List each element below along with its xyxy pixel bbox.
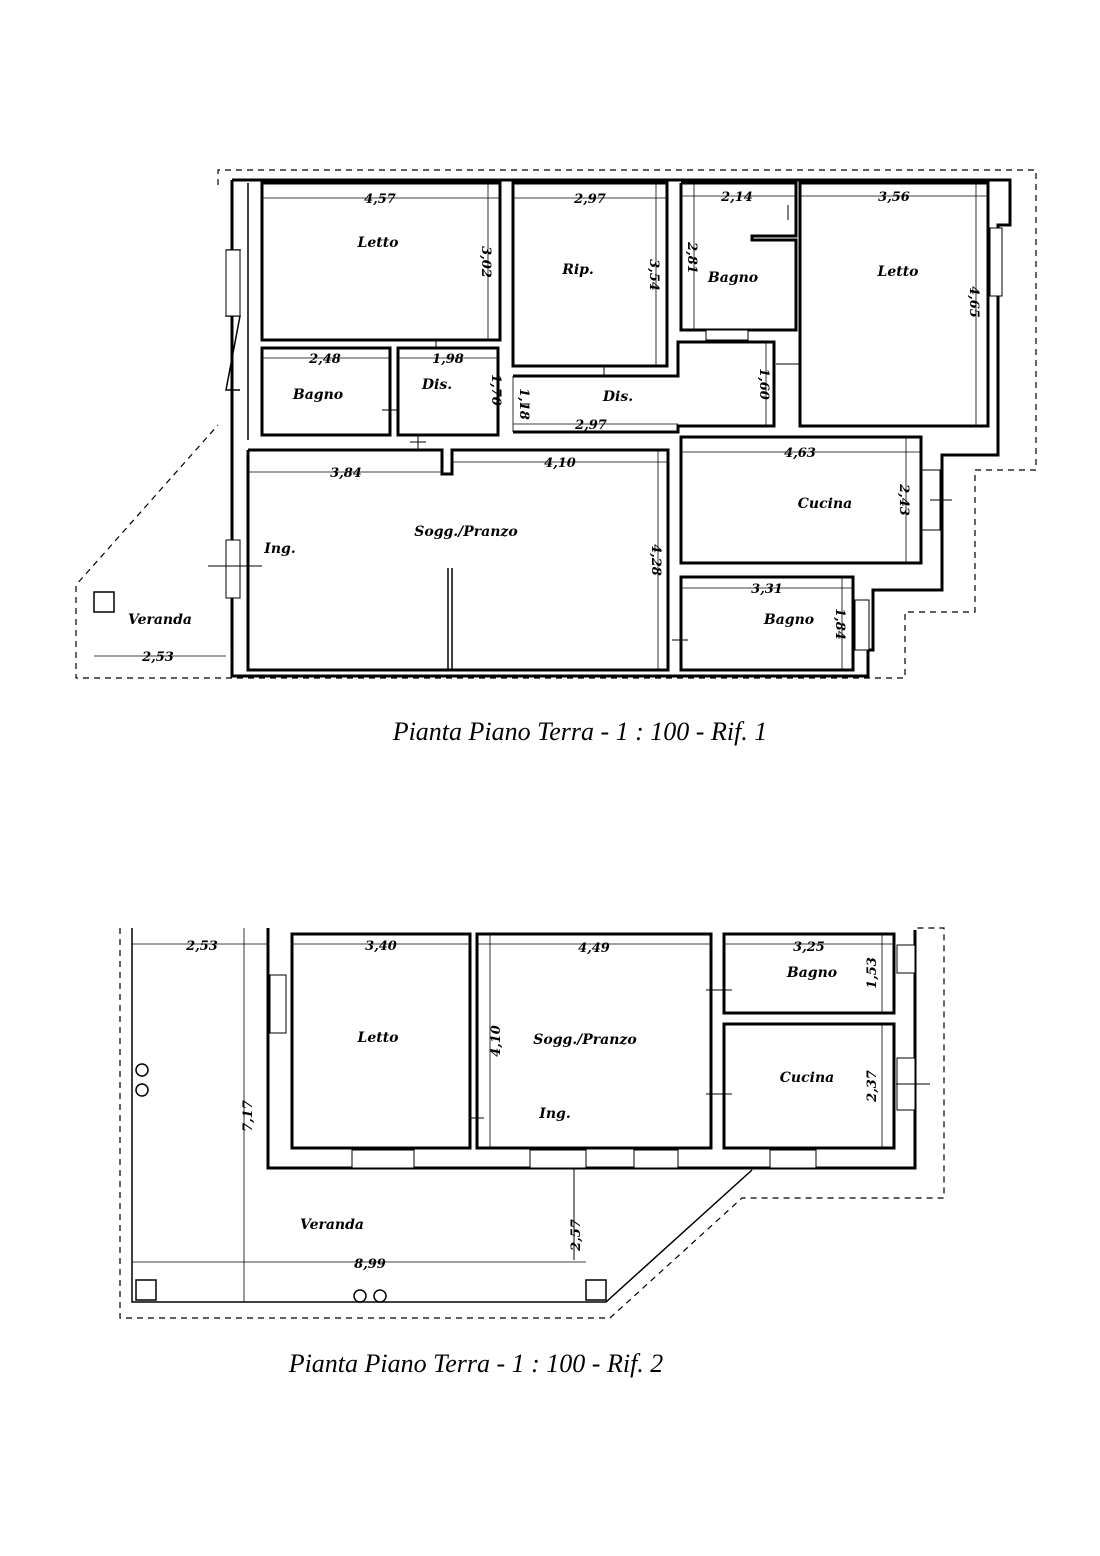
room-label-disimpegno: Dis. <box>602 389 633 405</box>
dimension-label: 3,56 <box>878 190 910 205</box>
dimension-label: 4,10 <box>489 1025 504 1057</box>
room-label-bagno: Bagno <box>786 965 837 981</box>
fixture-circle <box>135 1083 149 1097</box>
plan1-boundary <box>75 169 1037 679</box>
dimension-label: 4,57 <box>364 192 396 207</box>
room-label-cucina: Cucina <box>780 1070 834 1086</box>
plan-1: Letto Rip. Bagno Letto Bagno Dis. Dis. S… <box>75 169 1037 746</box>
dimension-label: 2,57 <box>569 1219 584 1252</box>
dimension-label: 2,37 <box>865 1070 880 1103</box>
veranda-edge <box>131 928 753 1303</box>
room-label-letto: Letto <box>876 264 918 280</box>
fixture-circle <box>373 1289 387 1303</box>
room-label-bagno: Bagno <box>707 270 758 286</box>
dimension-label: 2,48 <box>308 352 341 367</box>
room-label-soggiorno: Sogg./Pranzo <box>414 524 517 540</box>
room-cucina <box>722 1022 896 1150</box>
room-bagno-3 <box>679 575 855 672</box>
plan1-dimension-lines <box>94 183 988 670</box>
veranda-pillar <box>585 1279 607 1301</box>
veranda-pillar <box>135 1279 157 1301</box>
room-soggiorno <box>475 932 713 1150</box>
room-letto-1 <box>260 181 502 342</box>
room-label-soggiorno: Sogg./Pranzo <box>533 1032 636 1048</box>
room-label-ripostiglio: Rip. <box>561 262 594 278</box>
plan2-dimension-labels: 2,53 3,40 4,49 3,25 1,53 4,10 2,37 7,17 … <box>185 939 880 1272</box>
room-label-ingresso: Ing. <box>538 1106 570 1122</box>
room-label-disimpegno: Dis. <box>421 377 452 393</box>
dimension-label: 7,17 <box>241 1100 256 1132</box>
plan1-outer-wall <box>230 178 1012 678</box>
window <box>351 1149 415 1169</box>
veranda-pillar <box>93 591 115 613</box>
room-bagno <box>722 932 896 1015</box>
plan2-dimension-lines <box>132 928 894 1302</box>
dimension-label: 2,53 <box>185 939 218 954</box>
dimension-label: 4,10 <box>544 456 576 471</box>
dimension-label: 8,99 <box>354 1257 386 1272</box>
dimension-label: 1,60 <box>756 368 771 400</box>
room-soggiorno <box>246 448 670 672</box>
plan1-caption: Pianta Piano Terra - 1 : 100 - Rif. 1 <box>392 717 768 746</box>
dimension-label: 3,31 <box>751 582 783 597</box>
dimension-label: 3,84 <box>330 466 362 481</box>
dimension-label: 1,98 <box>432 352 464 367</box>
dimension-label: 2,53 <box>141 650 174 665</box>
dimension-label: 3,25 <box>793 940 825 955</box>
dimension-label: 1,18 <box>516 388 531 420</box>
dimension-label: 1,70 <box>488 374 503 406</box>
window <box>989 227 1003 297</box>
room-label-veranda: Veranda <box>300 1217 364 1233</box>
door-markers <box>470 989 930 1260</box>
fixture-circle <box>135 1063 149 1077</box>
window <box>854 599 870 651</box>
room-letto <box>290 932 472 1150</box>
plan-2: Letto Sogg./Pranzo Ing. Bagno Cucina Ver… <box>119 927 945 1378</box>
window <box>633 1149 679 1169</box>
fixture-circle <box>353 1289 367 1303</box>
plan2-outer-wall <box>266 928 917 1170</box>
window <box>529 1149 587 1169</box>
dimension-label: 2,43 <box>896 483 911 516</box>
plan2-caption: Pianta Piano Terra - 1 : 100 - Rif. 2 <box>288 1349 664 1378</box>
room-disimpegno-2 <box>513 340 776 434</box>
room-letto-2 <box>798 181 990 428</box>
room-cucina <box>679 435 923 565</box>
room-label-bagno: Bagno <box>763 612 814 628</box>
dimension-label: 2,97 <box>574 418 607 433</box>
plan2-boundary <box>119 927 945 1319</box>
room-label-letto: Letto <box>356 1030 398 1046</box>
room-bagno-2 <box>260 346 392 437</box>
room-label-cucina: Cucina <box>798 496 852 512</box>
dimension-label: 4,65 <box>966 286 981 318</box>
door-markers <box>208 205 952 641</box>
dimension-label: 1,53 <box>865 957 880 989</box>
window <box>769 1149 817 1169</box>
window <box>225 539 241 599</box>
dimension-label: 1,84 <box>832 608 847 640</box>
room-label-letto: Letto <box>356 235 398 251</box>
room-ripostiglio <box>511 181 669 368</box>
window <box>225 249 241 317</box>
dimension-label: 3,02 <box>478 246 493 278</box>
plan1-dimension-labels: 4,57 3,02 2,97 3,54 2,14 2,81 3,56 4,65 … <box>141 190 981 665</box>
dimension-label: 4,49 <box>578 941 610 956</box>
dimension-label: 2,81 <box>684 241 699 274</box>
dimension-label: 3,54 <box>646 259 661 291</box>
room-label-bagno: Bagno <box>292 387 343 403</box>
dimension-label: 3,40 <box>365 939 397 954</box>
dimension-label: 2,14 <box>720 190 753 205</box>
room-label-veranda: Veranda <box>128 612 192 628</box>
dimension-label: 4,63 <box>784 446 816 461</box>
dimension-label: 4,28 <box>648 544 663 576</box>
window <box>269 974 287 1034</box>
dimension-label: 2,97 <box>573 192 606 207</box>
window <box>896 944 916 974</box>
room-label-ingresso: Ing. <box>263 541 295 557</box>
